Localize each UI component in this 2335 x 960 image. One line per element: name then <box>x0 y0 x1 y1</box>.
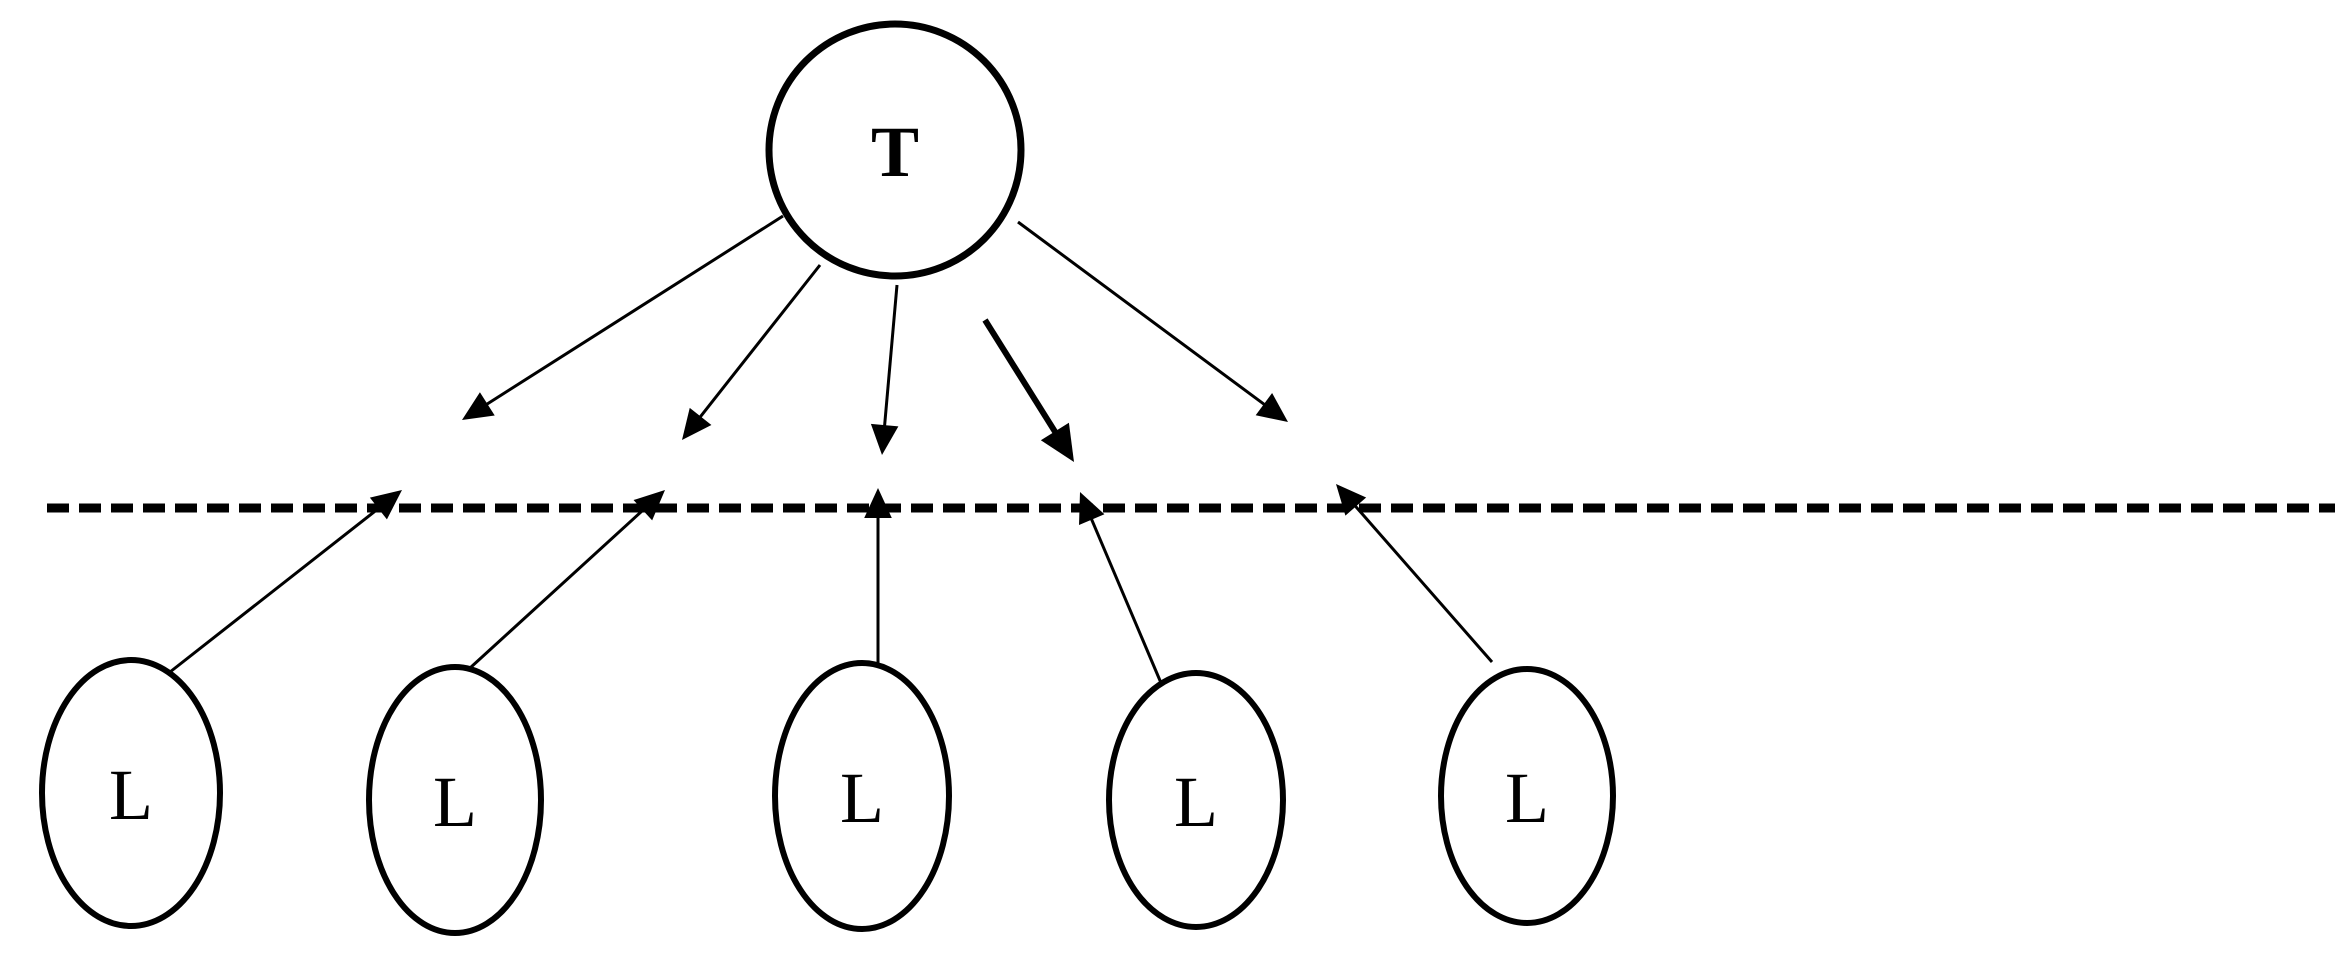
leaf-edge-4-line <box>1089 517 1166 691</box>
top-edge-3-arrowhead <box>870 423 899 455</box>
leaf-edge-4-arrowhead <box>1079 492 1105 526</box>
leaf-edge-5-arrowhead <box>1336 484 1367 516</box>
top-edge-5-arrowhead <box>1255 393 1288 422</box>
leaf-node-3-label: L <box>840 758 884 838</box>
leaf-node-2-label: L <box>433 762 477 842</box>
leaf-edge-1-line <box>169 506 381 674</box>
leaf-edge-2-arrowhead <box>633 490 665 521</box>
top-edge-3-line <box>882 284 899 428</box>
leaf-node-1-label: L <box>109 755 153 835</box>
top-node-group[interactable]: T <box>765 20 1025 280</box>
leaf-node-2[interactable]: L <box>366 664 544 936</box>
leaf-node-3[interactable]: L <box>772 660 952 932</box>
top-edge-1-line <box>484 214 784 407</box>
leaf-node-5[interactable]: L <box>1438 666 1616 926</box>
top-edge-4-arrowhead <box>1040 422 1074 462</box>
leaf-edge-5-line <box>1353 504 1494 663</box>
leaf-node-5-ellipse[interactable] <box>1438 666 1616 926</box>
leaf-node-4-ellipse[interactable] <box>1106 670 1286 930</box>
leaf-node-1-ellipse[interactable] <box>39 657 223 929</box>
leaf-edge-2-line <box>468 507 646 670</box>
top-edge-1-arrowhead <box>462 392 495 420</box>
top-edge-5-line <box>1017 220 1267 407</box>
leaf-node-4[interactable]: L <box>1106 670 1286 930</box>
leaf-node-3-ellipse[interactable] <box>772 660 952 932</box>
top-node-circle[interactable] <box>765 20 1025 280</box>
leaf-edge-3-arrowhead <box>864 488 892 518</box>
leaf-node-2-ellipse[interactable] <box>366 664 544 936</box>
top-node-edges-group <box>462 214 1288 462</box>
top-node-label: T <box>871 112 919 192</box>
leaf-node-1[interactable]: L <box>39 657 223 929</box>
leaf-edge-1-arrowhead <box>369 490 402 520</box>
top-edge-4-line <box>982 318 1059 435</box>
top-edge-2-arrowhead <box>682 407 712 440</box>
top-edge-2-line <box>698 264 822 419</box>
leaf-node-5-label: L <box>1505 758 1549 838</box>
leaf-node-edges-group <box>169 484 1494 691</box>
leaf-node-4-label: L <box>1174 762 1218 842</box>
